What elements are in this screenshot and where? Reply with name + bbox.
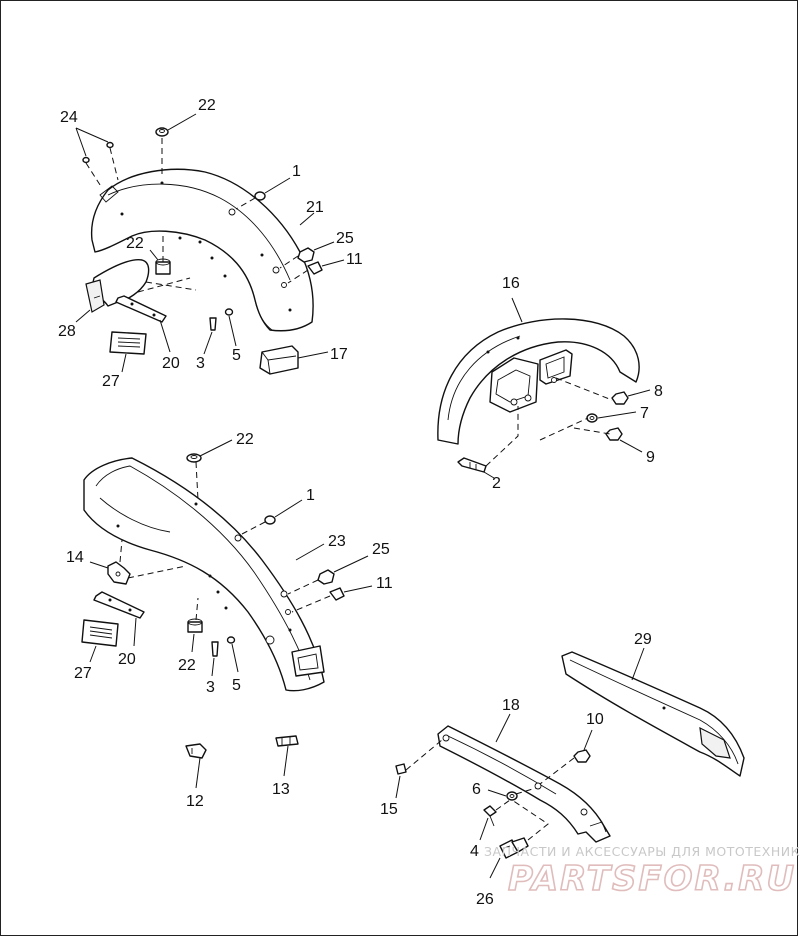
support-29 xyxy=(561,647,745,777)
bolt-2 xyxy=(457,406,519,479)
grommet-22-lower xyxy=(187,597,203,653)
grommet-22-lower-top xyxy=(186,439,233,501)
pad-27-lower xyxy=(81,619,119,663)
callout-1: 1 xyxy=(306,487,315,504)
screw-3-upper xyxy=(203,317,217,355)
strut-18 xyxy=(437,713,611,843)
callout-21: 21 xyxy=(306,199,324,216)
rivets-24 xyxy=(75,127,119,189)
watermark-tagline: ЗАПЧАСТИ И АКСЕССУАРЫ ДЛЯ МОТОТЕХНИКИ xyxy=(484,844,800,859)
callout-11: 11 xyxy=(346,251,363,268)
washer-5-upper xyxy=(224,308,237,347)
front-fender xyxy=(437,297,640,445)
callout-28: 28 xyxy=(58,323,76,340)
clip-12 xyxy=(185,743,207,789)
front-fender-dash-lines xyxy=(539,377,613,441)
callout-18: 18 xyxy=(502,697,520,714)
callout-22: 22 xyxy=(236,431,254,448)
callout-8: 8 xyxy=(654,383,663,400)
callout-14: 14 xyxy=(66,549,84,566)
clip-11-lower xyxy=(291,585,373,613)
watermark-logo: PARTSFOR.RU xyxy=(508,859,796,899)
callout-27: 27 xyxy=(74,665,92,682)
callout-3: 3 xyxy=(206,679,215,696)
callout-1: 1 xyxy=(292,163,301,180)
callout-12: 12 xyxy=(186,793,204,810)
washer-5-lower xyxy=(226,636,239,673)
rear-fender-lower xyxy=(83,457,325,692)
pad-27-upper xyxy=(109,331,147,373)
callout-27: 27 xyxy=(102,373,120,390)
grommet-22-mid xyxy=(149,236,171,275)
screw-3-lower xyxy=(211,641,219,677)
clip-11-upper xyxy=(287,259,345,284)
callout-15: 15 xyxy=(380,801,398,818)
nut-9 xyxy=(605,427,643,453)
callout-5: 5 xyxy=(232,347,241,364)
callout-25: 25 xyxy=(336,230,354,247)
nut-25-upper xyxy=(279,241,335,269)
callout-3: 3 xyxy=(196,355,205,372)
callout-20: 20 xyxy=(118,651,136,668)
callout-16: 16 xyxy=(502,275,520,292)
grommet-22-top xyxy=(155,113,197,176)
callout-22: 22 xyxy=(126,235,144,252)
leader-21 xyxy=(299,212,315,226)
bolt-26 xyxy=(489,799,549,879)
callout-6: 6 xyxy=(472,781,481,798)
rubber-17 xyxy=(259,345,329,375)
callout-23: 23 xyxy=(328,533,346,550)
nut-8 xyxy=(611,389,651,405)
callout-7: 7 xyxy=(640,405,649,422)
washer-6 xyxy=(487,787,537,801)
callout-17: 17 xyxy=(330,346,348,363)
callout-22: 22 xyxy=(198,97,216,114)
callout-11: 11 xyxy=(376,575,393,592)
callout-5: 5 xyxy=(232,677,241,694)
callout-9: 9 xyxy=(646,449,655,466)
callout-22: 22 xyxy=(178,657,196,674)
screw-4 xyxy=(479,799,511,841)
callout-4: 4 xyxy=(470,843,479,860)
bolt-15 xyxy=(395,739,443,799)
washer-7 xyxy=(586,411,637,423)
rear-fender-upper xyxy=(90,168,314,332)
callout-25: 25 xyxy=(372,541,390,558)
plug-1-upper xyxy=(235,177,291,210)
clip-13 xyxy=(275,735,299,777)
callout-20: 20 xyxy=(162,355,180,372)
callout-13: 13 xyxy=(272,781,290,798)
callout-10: 10 xyxy=(586,711,604,728)
callout-24: 24 xyxy=(60,109,78,126)
plate-20-upper xyxy=(115,295,171,353)
callout-26: 26 xyxy=(476,891,494,908)
callout-29: 29 xyxy=(634,631,652,648)
callout-2: 2 xyxy=(492,475,501,492)
nut-10 xyxy=(539,729,593,785)
bracket-14 xyxy=(89,539,187,585)
bracket-28 xyxy=(75,259,197,323)
nut-25-lower xyxy=(287,555,369,595)
plug-1-lower xyxy=(241,499,303,535)
plate-20-lower xyxy=(93,591,145,647)
